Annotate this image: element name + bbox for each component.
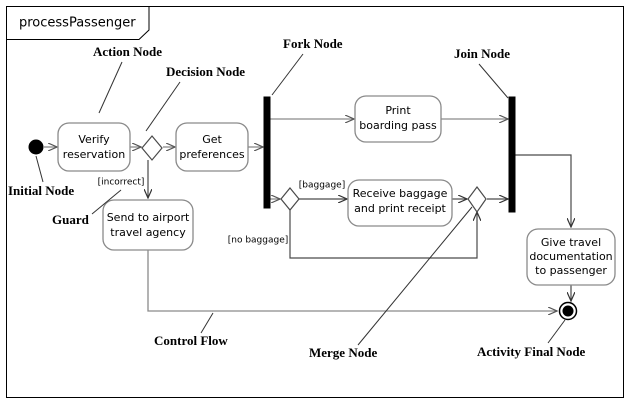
annotation-label-initial-node: Initial Node — [8, 183, 74, 198]
verify-reservation-label-2: reservation — [63, 148, 125, 161]
send-agency-label-2: travel agency — [110, 226, 186, 239]
decision-node — [141, 135, 163, 161]
annotation-label-decision-node: Decision Node — [166, 64, 245, 79]
action-node-send-to-airport-travel-agency: Send to airport travel agency — [102, 199, 194, 251]
action-node-get-preferences: Get preferences — [175, 122, 249, 172]
join-node — [508, 96, 516, 213]
get-preferences-label-1: Get — [202, 133, 222, 146]
baggage-decision-node — [280, 187, 300, 211]
annotation-label-merge-node: Merge Node — [309, 345, 377, 360]
send-agency-label-1: Send to airport — [107, 211, 190, 224]
flow-join-to-give-docs — [515, 154, 571, 227]
annotation-decision-node: Decision Node — [145, 64, 245, 132]
guard-label-no-baggage: [no baggage] — [228, 236, 289, 246]
give-docs-label-1: Give travel — [541, 236, 601, 249]
diagram-frame — [6, 6, 624, 398]
annotation-label-action-node: Action Node — [93, 44, 162, 59]
annotation-initial-node: Initial Node — [8, 155, 74, 198]
action-node-print-boarding-pass: Print boarding pass — [354, 95, 442, 143]
print-boarding-label-1: Print — [385, 104, 411, 117]
annotation-activity-final-node: Activity Final Node — [477, 319, 586, 359]
annotation-fork-node: Fork Node — [271, 36, 343, 96]
annotation-label-join-node: Join Node — [454, 46, 510, 61]
guard-label-baggage: [baggage] — [299, 181, 345, 191]
action-node-give-travel-documentation: Give travel documentation to passenger — [526, 228, 616, 286]
annotation-join-node: Join Node — [454, 46, 510, 99]
receive-baggage-label-2: and print receipt — [354, 202, 446, 215]
action-node-verify-reservation: Verify reservation — [57, 122, 131, 172]
get-preferences-label-2: preferences — [179, 148, 245, 161]
annotation-label-guard: Guard — [52, 212, 90, 227]
annotation-label-fork-node: Fork Node — [283, 36, 343, 51]
diagram-title-tab — [6, 6, 150, 40]
give-docs-label-2: documentation — [529, 250, 612, 263]
print-boarding-label-2: boarding pass — [359, 119, 437, 132]
initial-node — [28, 139, 44, 155]
annotation-control-flow: Control Flow — [154, 312, 228, 348]
merge-node — [467, 186, 487, 214]
flow-no-baggage-to-merge — [289, 210, 477, 259]
verify-reservation-label-1: Verify — [78, 133, 110, 146]
activity-final-node — [558, 301, 578, 321]
fork-node — [263, 96, 271, 209]
action-node-receive-baggage: Receive baggage and print receipt — [347, 179, 453, 227]
annotation-action-node: Action Node — [93, 44, 162, 114]
receive-baggage-label-1: Receive baggage — [353, 187, 448, 200]
annotation-label-control-flow: Control Flow — [154, 333, 228, 348]
page-title: processPassenger — [19, 16, 136, 31]
give-docs-label-3: to passenger — [535, 264, 607, 277]
flow-agency-to-final — [147, 250, 557, 311]
annotation-label-activity-final-node: Activity Final Node — [477, 344, 586, 359]
guard-label-incorrect: [incorrect] — [98, 178, 145, 188]
annotation-guard: Guard — [52, 189, 122, 227]
annotation-merge-node: Merge Node — [309, 206, 473, 360]
